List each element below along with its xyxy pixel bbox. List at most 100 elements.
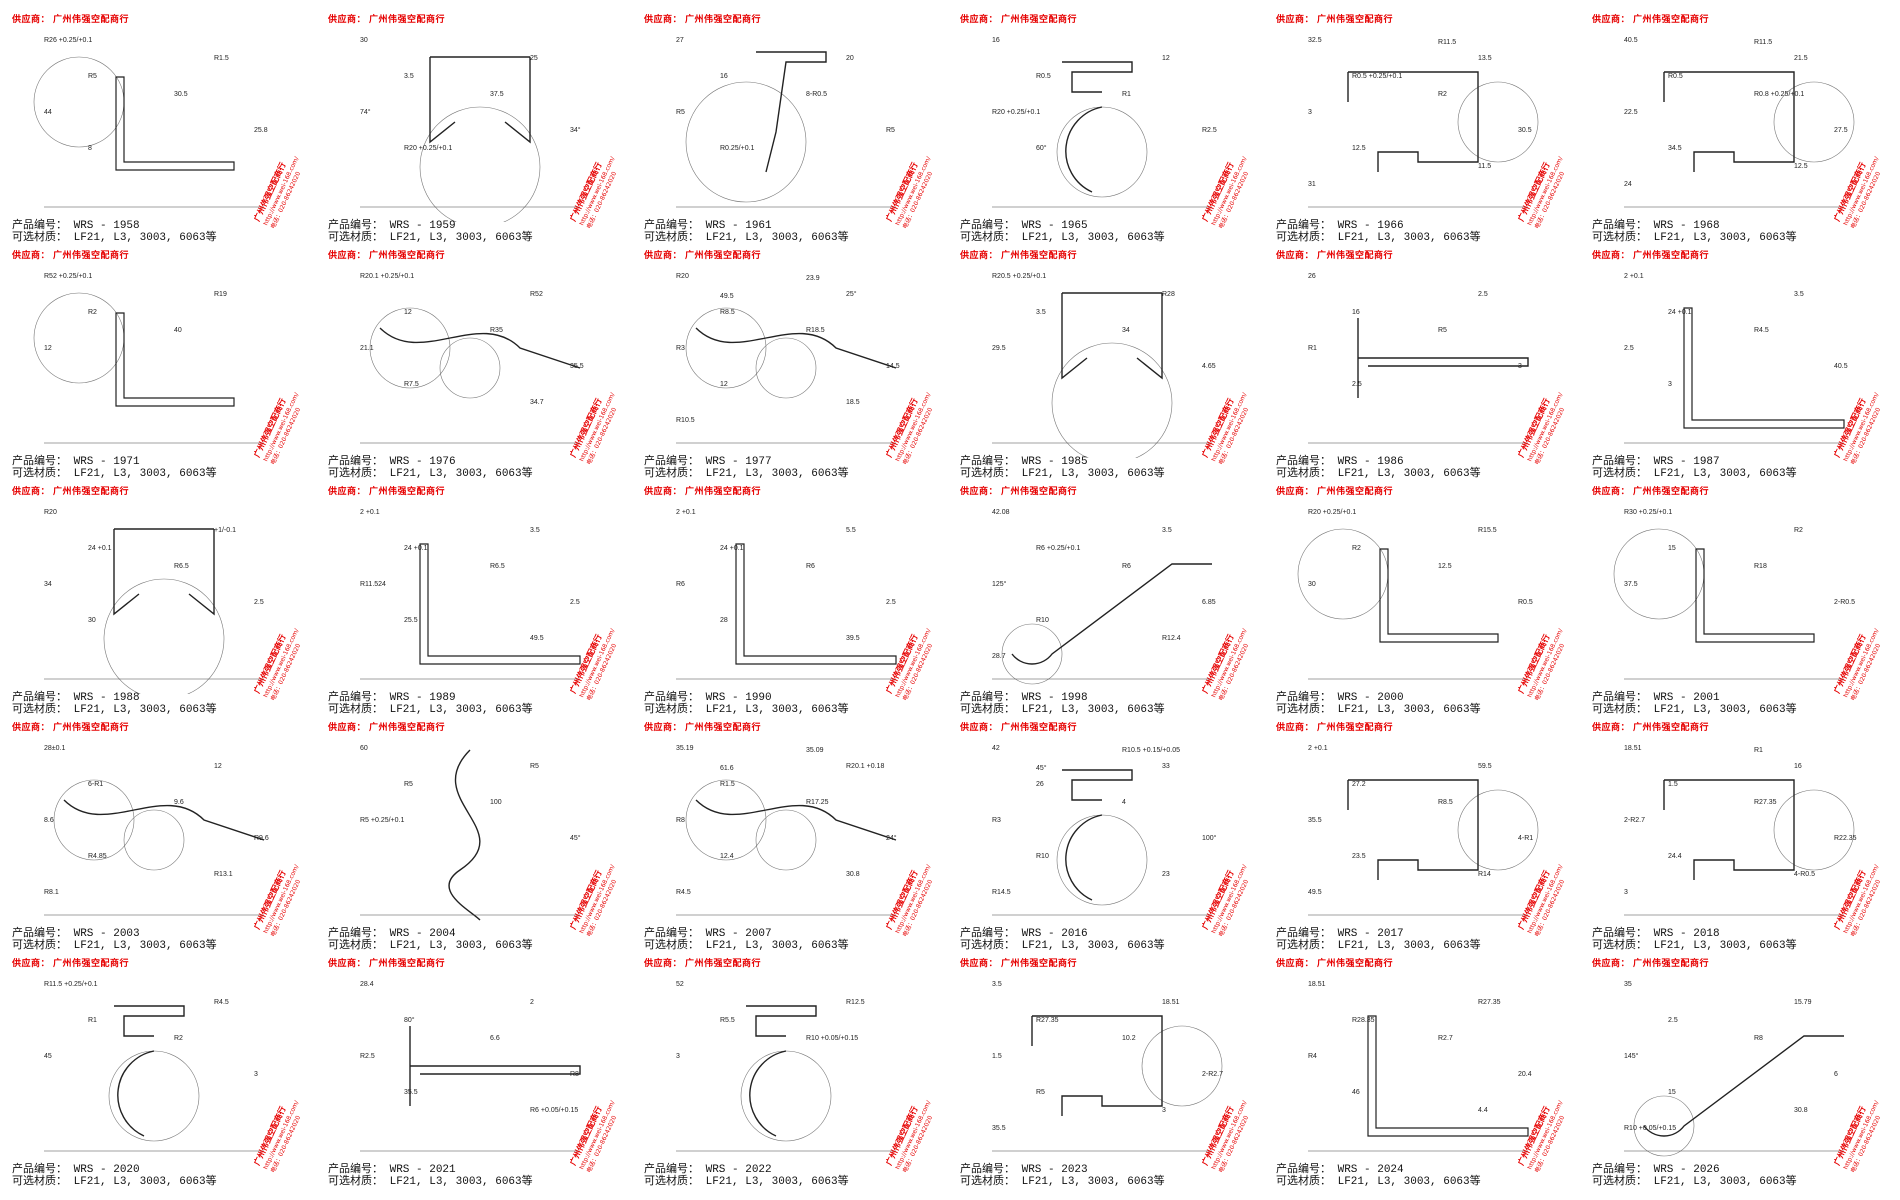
dimension-label: 12 bbox=[214, 763, 222, 770]
supplier-label: 供应商： 广州伟强空配商行 bbox=[12, 486, 130, 496]
dimension-label: R17.25 bbox=[806, 799, 829, 806]
dimension-label: R27.35 bbox=[1478, 999, 1501, 1006]
product-code: 产品编号： WRS - 2022 bbox=[644, 1164, 772, 1176]
product-code: 产品编号： WRS - 2018 bbox=[1592, 928, 1720, 940]
dimension-label: 3 bbox=[1624, 889, 1628, 896]
product-material: 可选材质： LF21, L3, 3003, 6063等 bbox=[328, 468, 533, 480]
dimension-label: R3 bbox=[992, 817, 1001, 824]
dimension-label: R14 bbox=[1478, 871, 1491, 878]
supplier-label: 供应商： 广州伟强空配商行 bbox=[12, 958, 130, 968]
dimension-label: R5 bbox=[886, 127, 895, 134]
product-code: 产品编号： WRS - 1989 bbox=[328, 692, 456, 704]
dimension-label: R27.35 bbox=[1036, 1017, 1059, 1024]
dimension-label: R52 +0.25/+0.1 bbox=[44, 273, 92, 280]
product-code: 产品编号： WRS - 1965 bbox=[960, 220, 1088, 232]
dimension-label: R0.5 bbox=[1036, 73, 1051, 80]
dimension-label: 40.5 bbox=[1834, 363, 1848, 370]
supplier-label: 供应商： 广州伟强空配商行 bbox=[328, 14, 446, 24]
supplier-label: 供应商： 广州伟强空配商行 bbox=[1592, 722, 1710, 732]
product-material: 可选材质： LF21, L3, 3003, 6063等 bbox=[12, 1176, 217, 1188]
dimension-label: R0.5 bbox=[1668, 73, 1683, 80]
dimension-label: R3 bbox=[676, 345, 685, 352]
dimension-label: 2 bbox=[530, 999, 534, 1006]
dimension-label: 11.5 bbox=[1478, 163, 1491, 170]
dimension-label: R2 bbox=[88, 309, 97, 316]
dimension-label: R4 bbox=[1308, 1053, 1317, 1060]
product-material: 可选材质： LF21, L3, 3003, 6063等 bbox=[12, 468, 217, 480]
product-material: 可选材质： LF21, L3, 3003, 6063等 bbox=[1276, 1176, 1481, 1188]
supplier-label: 供应商： 广州伟强空配商行 bbox=[1592, 250, 1710, 260]
dimension-label: 42 bbox=[992, 745, 1000, 752]
dimension-label: R28.35 bbox=[1352, 1017, 1375, 1024]
dimension-label: 12 bbox=[44, 345, 52, 352]
dimension-label: 2 +0.1 bbox=[676, 509, 696, 516]
dimension-label: 12 bbox=[1162, 55, 1170, 62]
dimension-label: R11.524 bbox=[360, 581, 386, 588]
supplier-label: 供应商： 广州伟强空配商行 bbox=[1276, 14, 1394, 24]
dimension-label: R14.5 bbox=[992, 889, 1011, 896]
profile-drawing: 32.513.5R0.5 +0.25/+0.1R2330.512.511.531… bbox=[1308, 37, 1539, 208]
dimension-label: R6 bbox=[676, 581, 685, 588]
supplier-label: 供应商： 广州伟强空配商行 bbox=[644, 722, 762, 732]
dimension-label: 52 bbox=[676, 981, 684, 988]
product-code: 产品编号： WRS - 1968 bbox=[1592, 220, 1720, 232]
dimension-label: 16 bbox=[992, 37, 1000, 44]
supplier-label: 供应商： 广州伟强空配商行 bbox=[644, 250, 762, 260]
supplier-label: 供应商： 广州伟强空配商行 bbox=[1592, 14, 1710, 24]
dimension-label: 16 bbox=[1352, 309, 1360, 316]
supplier-label: 供应商： 广州伟强空配商行 bbox=[12, 250, 130, 260]
dimension-label: 23.9 bbox=[806, 275, 820, 282]
dimension-label: R1.5 bbox=[214, 55, 229, 62]
dimension-label: R0.25/+0.1 bbox=[720, 145, 755, 152]
supplier-label: 供应商： 广州伟强空配商行 bbox=[328, 486, 446, 496]
dimension-label: 3.5 bbox=[1794, 291, 1804, 298]
dimension-label: 28.4 bbox=[360, 981, 374, 988]
dimension-label: 2.5 bbox=[1668, 1017, 1678, 1024]
product-material: 可选材质： LF21, L3, 3003, 6063等 bbox=[1592, 232, 1797, 244]
dimension-label: R4.5 bbox=[676, 889, 691, 896]
dimension-label: R20 bbox=[44, 509, 57, 516]
dimension-label: R20 bbox=[676, 273, 689, 280]
dimension-label: 42.08 bbox=[992, 509, 1010, 516]
supplier-label: 供应商： 广州伟强空配商行 bbox=[1276, 958, 1394, 968]
supplier-label: 供应商： 广州伟强空配商行 bbox=[960, 722, 1078, 732]
dimension-label: 4.65 bbox=[1202, 363, 1216, 370]
dimension-label: 30.8 bbox=[1794, 1107, 1808, 1114]
dimension-label: 35.09 bbox=[806, 747, 824, 754]
dimension-label: 3 bbox=[1308, 109, 1312, 116]
dimension-label: 4 bbox=[1122, 799, 1126, 806]
dimension-label: R2 bbox=[1438, 91, 1447, 98]
dimension-label: R6 bbox=[806, 563, 815, 570]
dimension-label: R5 bbox=[1438, 327, 1447, 334]
dimension-label: 15.79 bbox=[1794, 999, 1812, 1006]
dimension-label: R5 bbox=[1036, 1089, 1045, 1096]
product-code: 产品编号： WRS - 2016 bbox=[960, 928, 1088, 940]
dimension-label: 49.5 bbox=[530, 635, 544, 642]
profile-drawing: 18.51161.5R27.352-R2.7R22.3524.44-R0.53R… bbox=[1624, 745, 1857, 916]
dimension-label: 24.4 bbox=[1668, 853, 1682, 860]
dimension-label: R12.5 bbox=[846, 999, 865, 1006]
product-material: 可选材质： LF21, L3, 3003, 6063等 bbox=[1276, 232, 1481, 244]
dimension-label: R26 +0.25/+0.1 bbox=[44, 37, 92, 44]
